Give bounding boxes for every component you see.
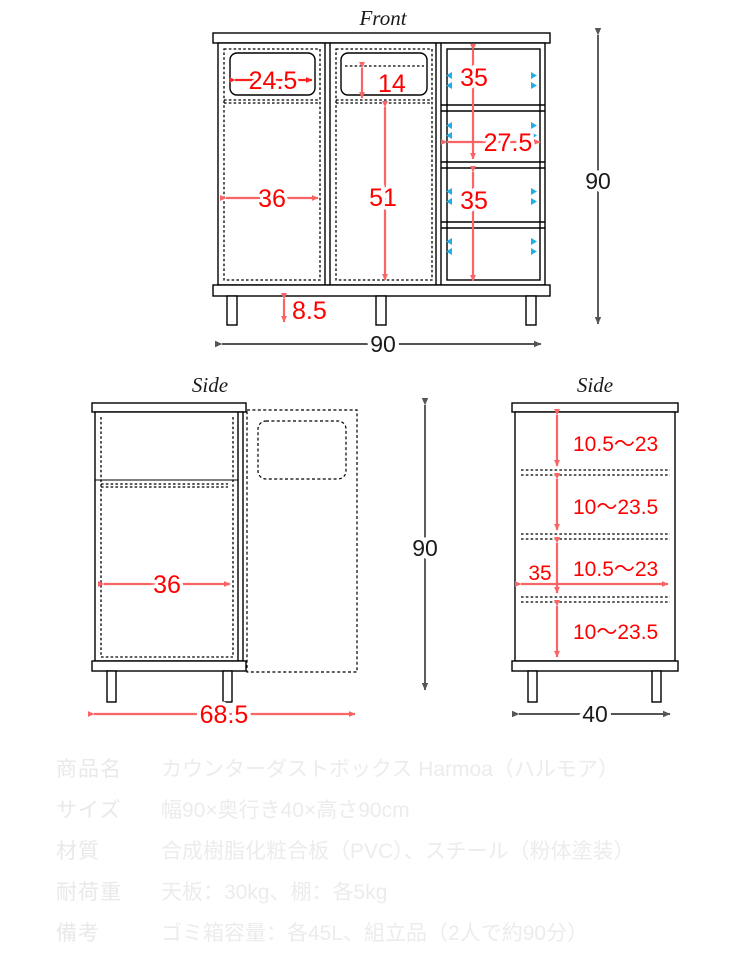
- front-dim-shelf-depth-label: 27.5: [484, 129, 533, 157]
- side-right-top-panel: [511, 402, 679, 413]
- front-view: Front 24.5: [212, 6, 615, 361]
- side-right-dim-1-label: 10.5～23: [573, 433, 658, 456]
- spec-value: 幅90×奥行き40×高さ90cm: [161, 799, 410, 822]
- front-dim-door-width-label: 24.5: [249, 67, 298, 95]
- front-carcass: [217, 42, 546, 286]
- front-dim-height-label: 90: [585, 168, 611, 194]
- side-left-top-panel: [91, 402, 247, 413]
- side-right-bottom-panel: [511, 660, 679, 672]
- front-leg-center: [375, 295, 387, 326]
- side-right-dim-depth-label: 35: [528, 562, 551, 585]
- spec-label: 備考: [56, 922, 100, 945]
- front-leg-left: [226, 295, 238, 326]
- spec-value: 合成樹脂化粧合板（PVC）、スチール（粉体塗装）: [161, 840, 635, 863]
- shelf-adjust-markers-left: [446, 72, 452, 255]
- side-left-open-envelope: [246, 409, 358, 673]
- side-left-view-title: Side: [192, 373, 228, 397]
- spec-value: 天板：30kg、棚：各5kg: [161, 881, 388, 904]
- side-left-leg-rear: [222, 670, 233, 703]
- side-right-leg-rear: [651, 670, 662, 703]
- spec-label: サイズ: [56, 799, 122, 822]
- front-dim-shelf-upper-label: 35: [460, 64, 488, 92]
- spec-row: 備考 ゴミ箱容量：各45L、組立品（2人で約90分）: [56, 917, 750, 958]
- side-left-leg-front: [106, 670, 117, 703]
- side-right-leg-front: [527, 670, 538, 703]
- side-left-dim-open-label: 68.5: [200, 701, 249, 729]
- side-left-view: Side 36: [88, 373, 442, 733]
- front-mid-door: [340, 52, 428, 96]
- side-right-shelves: [521, 469, 670, 603]
- side-right-dim-total-label: 40: [582, 701, 608, 727]
- front-left-bay-interior: [223, 48, 321, 281]
- front-right-bay: [446, 48, 541, 281]
- front-dim-leg-label: 8.5: [292, 297, 327, 325]
- spec-label: 材質: [56, 840, 100, 863]
- side-left-open-door-panel: [257, 420, 347, 480]
- side-right-dim-3-label: 10.5～23: [573, 558, 658, 581]
- front-leg-right: [525, 295, 537, 326]
- front-dim-door-height-label: 14: [378, 70, 406, 98]
- shelf-adjust-markers-right: [531, 72, 537, 255]
- front-bottom-panel: [212, 284, 551, 297]
- spec-value: カウンターダストボックス Harmoa（ハルモア）: [161, 758, 619, 781]
- side-left-dim-depth-label: 36: [153, 571, 181, 599]
- side-right-carcass: [514, 411, 676, 662]
- front-dim-left-width-label: 36: [258, 185, 286, 213]
- specification-table: 商品名 カウンターダストボックス Harmoa（ハルモア） サイズ 幅90×奥行…: [0, 745, 750, 980]
- front-view-title: Front: [358, 6, 407, 30]
- spec-label: 耐荷重: [56, 881, 122, 904]
- front-dim-shelf-lower-label: 35: [460, 187, 488, 215]
- spec-value: ゴミ箱容量：各45L、組立品（2人で約90分）: [161, 922, 589, 945]
- front-dim-mid-height-label: 51: [369, 184, 397, 212]
- side-right-view: Side 10.5～23 10～23.5: [511, 373, 679, 731]
- side-right-dim-2-label: 10～23.5: [573, 496, 658, 519]
- side-right-view-title: Side: [577, 373, 613, 397]
- side-dim-height-label: 90: [412, 535, 438, 561]
- side-left-bottom-panel: [91, 660, 247, 672]
- side-right-dim-4-label: 10～23.5: [573, 621, 658, 644]
- spec-row: 材質 合成樹脂化粧合板（PVC）、スチール（粉体塗装）: [56, 835, 750, 876]
- spec-row: サイズ 幅90×奥行き40×高さ90cm: [56, 794, 750, 835]
- side-left-carcass: [94, 411, 244, 662]
- technical-drawing-svg: Front 24.5: [88, 6, 679, 733]
- front-left-door: [229, 52, 316, 96]
- front-dim-width-label: 90: [370, 331, 396, 357]
- spec-label: 商品名: [56, 758, 122, 781]
- front-top-panel: [212, 32, 551, 44]
- spec-row: 耐荷重 天板：30kg、棚：各5kg: [56, 876, 750, 917]
- spec-row: 商品名 カウンターダストボックス Harmoa（ハルモア）: [56, 753, 750, 794]
